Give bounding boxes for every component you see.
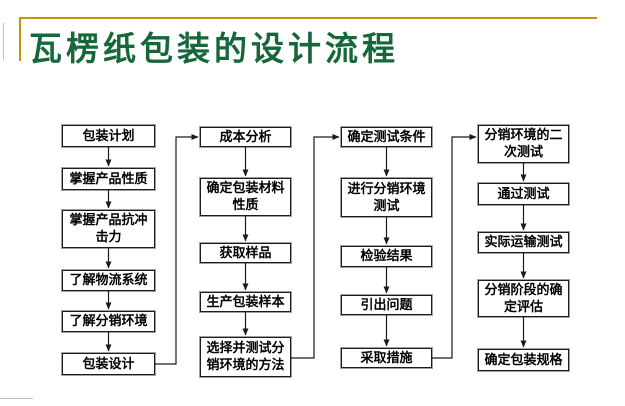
- flow-box-env-test: 进行分销环境测试: [341, 178, 432, 217]
- flow-box-distribution-env: 了解分销环境: [62, 311, 155, 332]
- flow-box-packaging-specs: 确定包装规格: [478, 349, 569, 371]
- flow-box-logistics-system: 了解物流系统: [62, 270, 155, 291]
- flow-box-cost-analysis: 成本分析: [200, 127, 291, 147]
- flow-box-test-conditions: 确定测试条件: [341, 127, 432, 147]
- flow-box-packaging-plan: 包装计划: [62, 125, 155, 147]
- flow-box-transport-test: 实际运输测试: [478, 232, 569, 253]
- flow-box-packaging-design: 包装设计: [62, 353, 155, 375]
- title-rule-horizontal: [19, 17, 597, 19]
- flow-box-product-properties: 掌握产品性质: [62, 168, 155, 190]
- flow-box-stage-evaluation: 分销阶段的确定评估: [478, 280, 569, 317]
- flow-box-take-measures: 采取措施: [341, 348, 432, 368]
- flow-box-material-properties: 确定包装材料性质: [200, 178, 291, 216]
- flow-connector-col1-col2: [155, 134, 199, 365]
- flow-box-second-test: 分销环境的二次测试: [478, 125, 569, 163]
- flow-connector-col2-col3: [291, 134, 340, 359]
- flow-box-pass-test: 通过测试: [478, 183, 569, 205]
- flow-connector-col3-col4: [432, 134, 477, 359]
- flow-box-select-test-method: 选择并测试分销环境的方法: [200, 337, 291, 377]
- title-rule-vertical: [19, 17, 21, 61]
- flow-box-produce-samples: 生产包装样本: [200, 292, 291, 312]
- slide-edge-line-bottom: [0, 398, 33, 399]
- slide-edge-line-left: [3, 23, 4, 60]
- flow-box-impact-resistance: 掌握产品抗冲击力: [62, 210, 155, 248]
- flow-box-obtain-samples: 获取样品: [200, 243, 291, 263]
- flow-box-inspect-results: 检验结果: [341, 246, 432, 267]
- page-title: 瓦楞纸包装的设计流程: [29, 32, 399, 68]
- flow-box-raise-problems: 引出问题: [341, 295, 432, 315]
